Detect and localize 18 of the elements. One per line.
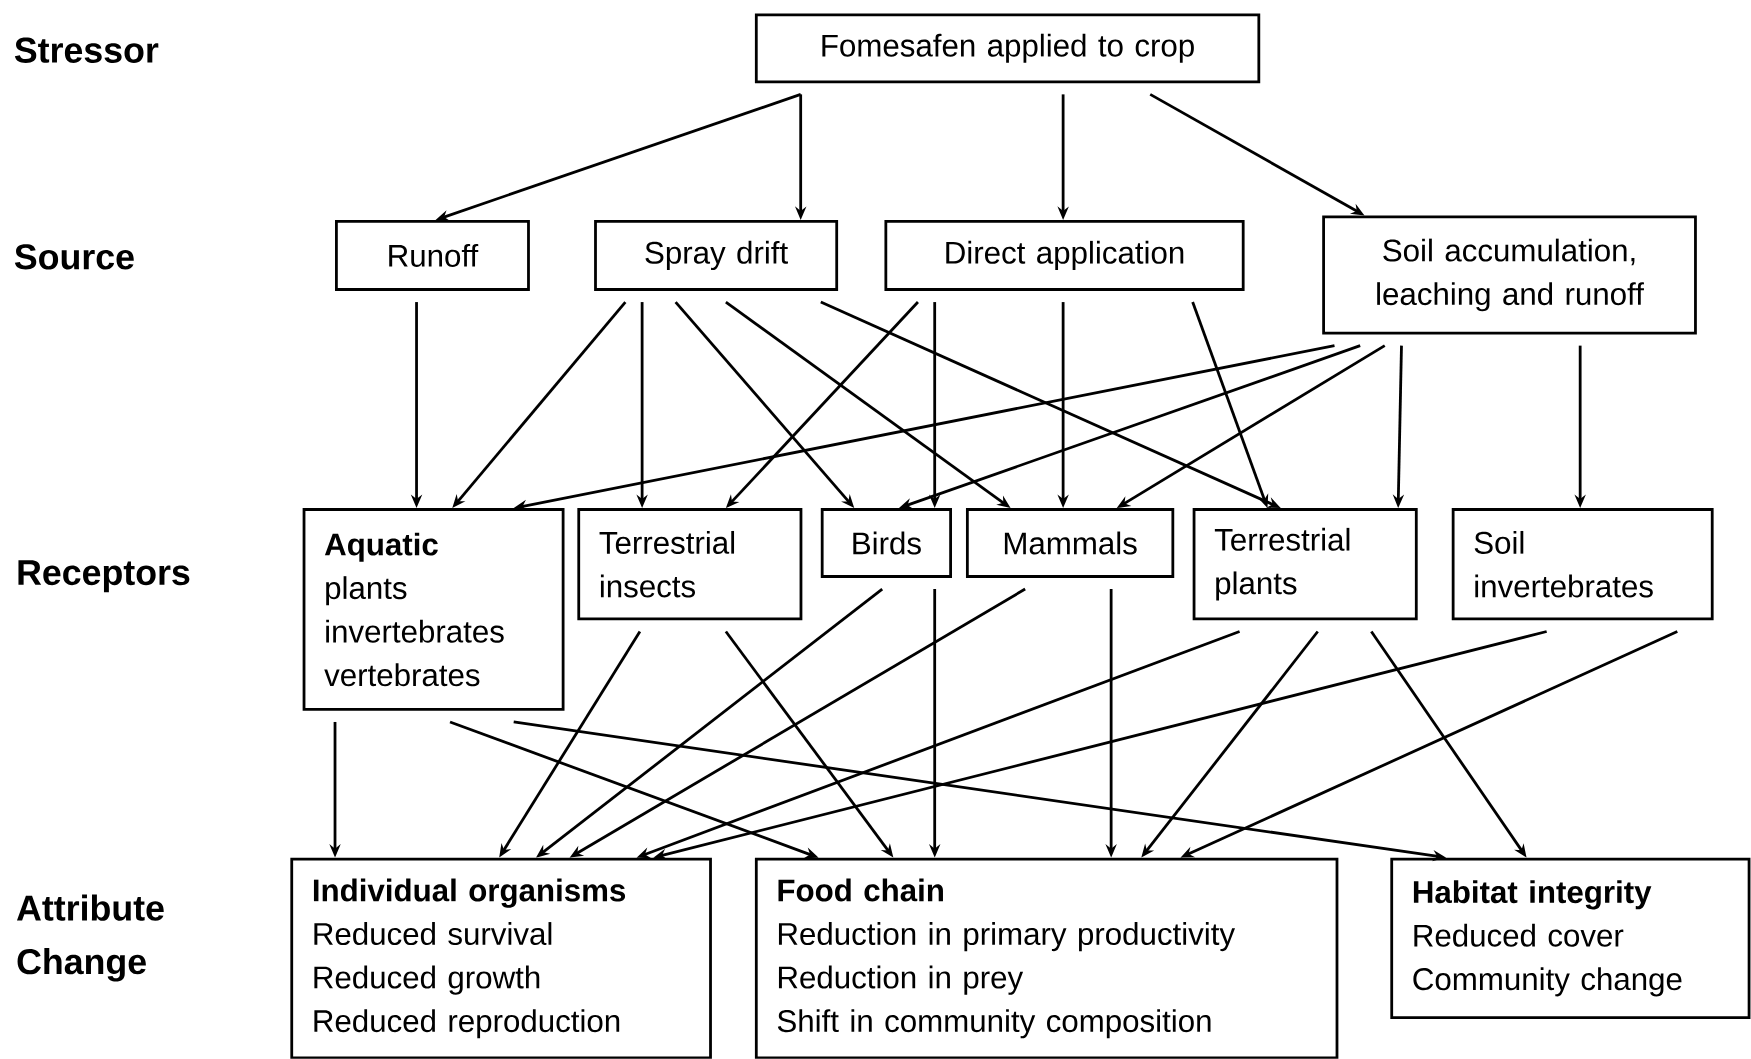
box: Terrestrial insects: [577, 508, 803, 621]
row-label: Attribute Change: [16, 894, 164, 982]
row-label: Receptors: [18, 560, 190, 593]
box: Individual organisms Reduced survival Reduced growth Reduced reproduction: [290, 857, 712, 1059]
row-label: Stressor: [14, 37, 159, 64]
box: Terrestrial plants: [1192, 508, 1418, 621]
box: Aquatic plants invertebrates vertebrates: [302, 508, 565, 711]
box: Fomesafen applied to crop: [754, 13, 1261, 84]
box: Soil invertebrates: [1451, 508, 1714, 621]
box: Habitat integrity Reduced cover Community change: [1390, 857, 1751, 1020]
box: Food chain Reduction in primary productivity Reduction in prey Shift in community composition: [754, 857, 1339, 1059]
box: Direct application: [884, 220, 1245, 292]
box: Runoff: [335, 220, 530, 292]
box: Mammals: [965, 508, 1175, 579]
row-label: Source: [14, 244, 134, 270]
box: Spray drift: [594, 220, 839, 292]
box: Soil accumulation, leaching and runoff: [1322, 215, 1697, 335]
box: Birds: [820, 508, 952, 579]
